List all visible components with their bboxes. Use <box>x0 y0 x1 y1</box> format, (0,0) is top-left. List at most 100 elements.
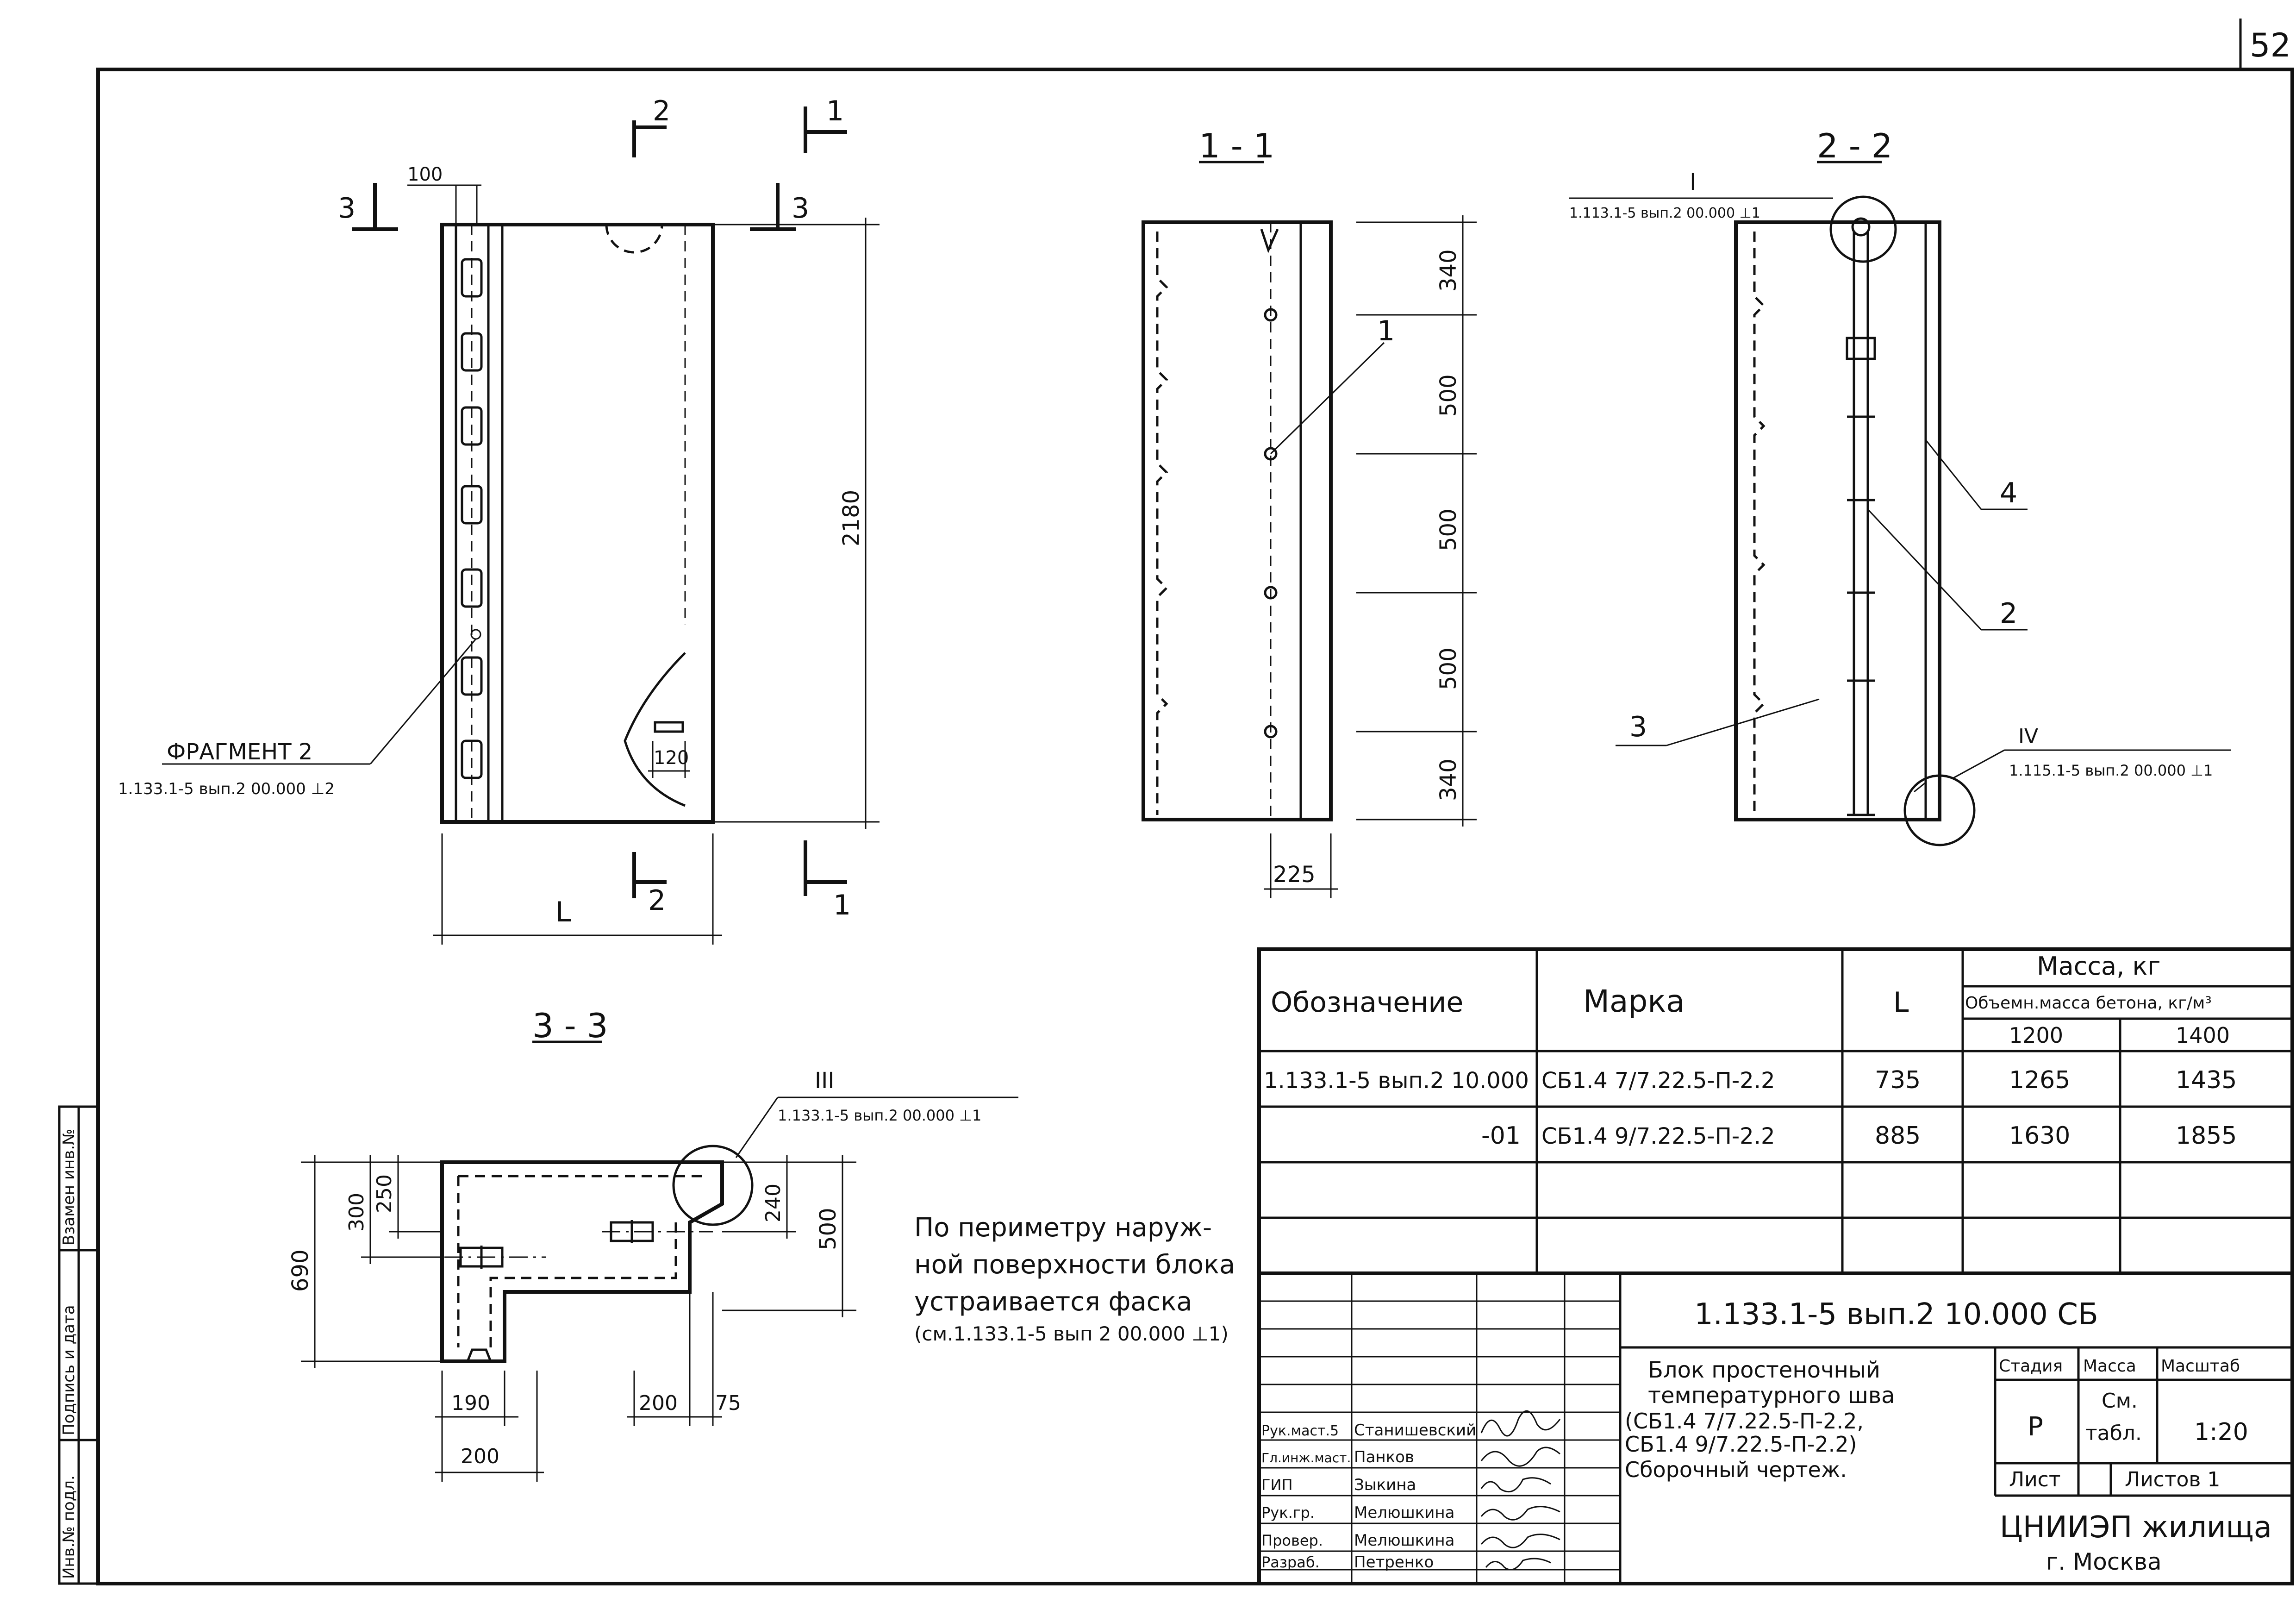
pos-1: 1 <box>1377 315 1395 347</box>
sig-name-6: Петренко <box>1354 1553 1434 1572</box>
dim-33-250: 250 <box>373 1174 396 1213</box>
row2-mark: СБ1.4 9/7.22.5-П-2.2 <box>1541 1123 1775 1149</box>
section-3-3: 3 - 3 III 1.133.1-5 вып.2 00.000 ⊥1 690 … <box>287 1006 1018 1482</box>
dim-33-690: 690 <box>287 1249 313 1292</box>
dim-33-500: 500 <box>815 1208 841 1250</box>
key-column <box>461 225 483 822</box>
tb-scale-value: 1:20 <box>2194 1418 2248 1446</box>
stamp-inv-no: Инв.№ подл. <box>60 1475 78 1579</box>
sig-role-2: Гл.инж.маст. <box>1261 1450 1351 1465</box>
fragment-ref: 1.133.1-5 вып.2 00.000 ⊥2 <box>118 780 335 798</box>
tb-title-2: температурного шва <box>1648 1383 1895 1409</box>
cut-2-bottom: 2 <box>648 884 666 917</box>
dim-11-225: 225 <box>1273 862 1316 888</box>
tb-scale-label: Масштаб <box>2161 1357 2240 1376</box>
pos-3: 3 <box>1629 711 1647 743</box>
sheet-frame <box>96 19 2294 1585</box>
tb-mass-label: Масса <box>2083 1357 2136 1376</box>
stamp-replace-inv: Взамен инв.№ <box>60 1129 78 1246</box>
cut-1-bottom: 1 <box>833 889 851 921</box>
main-view: 120 100 2180 L ФРАГМЕНТ 2 1.133.1-5 вып.… <box>118 95 880 945</box>
dim-11-500-a: 500 <box>1435 374 1461 417</box>
hdr-designation: Обозначение <box>1271 986 1463 1019</box>
node-III-label: III <box>815 1068 834 1094</box>
tb-mass-value-2: табл. <box>2085 1422 2142 1445</box>
cut-2-top: 2 <box>653 95 670 127</box>
node-IV-label: IV <box>2018 725 2038 748</box>
pos-4: 4 <box>2000 477 2017 509</box>
note-line-3: устраивается фаска <box>914 1287 1192 1317</box>
sig-role-1: Рук.маст.5 <box>1261 1423 1339 1439</box>
note-line-2: ной поверхности блока <box>914 1250 1235 1280</box>
tb-sheets-label: Листов 1 <box>2125 1468 2220 1491</box>
tb-sheet-label: Лист <box>2009 1468 2061 1491</box>
section-2-2-title: 2 - 2 <box>1817 126 1892 165</box>
dim-33-190: 190 <box>451 1391 490 1415</box>
dim-slot-120: 120 <box>654 747 689 769</box>
spec-table: Обозначение Марка L Масса, кг Объемн.мас… <box>1257 947 2294 1275</box>
stamp-sign-date: Подпись и дата <box>60 1305 78 1435</box>
dim-11-500-b: 500 <box>1435 508 1461 551</box>
dim-height-2180: 2180 <box>838 490 864 546</box>
sig-name-2: Панков <box>1354 1448 1414 1466</box>
row2-m1400: 1855 <box>2176 1122 2237 1150</box>
row2-m1200: 1630 <box>2009 1122 2070 1150</box>
dim-L: L <box>555 896 571 928</box>
dim-33-75: 75 <box>715 1391 741 1415</box>
row1-L: 735 <box>1875 1066 1921 1094</box>
node-I-ref: 1.113.1-5 вып.2 00.000 ⊥1 <box>1569 205 1760 221</box>
tb-stage-label: Стадия <box>1999 1357 2063 1376</box>
hdr-mass: Масса, кг <box>2037 952 2160 981</box>
sig-role-4: Рук.гр. <box>1261 1504 1315 1522</box>
sig-name-3: Зыкина <box>1354 1476 1416 1494</box>
note-line-1: По периметру наруж- <box>914 1213 1212 1243</box>
sig-role-6: Разраб. <box>1261 1553 1320 1571</box>
hdr-d1200: 1200 <box>2009 1023 2063 1048</box>
section-3-3-title: 3 - 3 <box>532 1006 608 1045</box>
row2-L: 885 <box>1875 1122 1921 1150</box>
cut-1-top: 1 <box>826 95 844 127</box>
dim-33-200-a: 200 <box>461 1445 499 1468</box>
hdr-L: L <box>1893 986 1909 1019</box>
side-stamp: Взамен инв.№ Подпись и дата Инв.№ подл. <box>58 1105 100 1585</box>
title-block: Рук.маст.5 Станишевский Гл.инж.маст. Пан… <box>1257 1271 2294 1585</box>
node-III-ref: 1.133.1-5 вып.2 00.000 ⊥1 <box>778 1107 981 1124</box>
tb-title-3: (СБ1.4 7/7.22.5-П-2.2, <box>1625 1409 1864 1434</box>
tb-title-4: СБ1.4 9/7.22.5-П-2.2) <box>1625 1432 1857 1457</box>
sig-role-3: ГИП <box>1261 1476 1293 1494</box>
row1-mark: СБ1.4 7/7.22.5-П-2.2 <box>1541 1068 1775 1094</box>
cut-3-left: 3 <box>338 192 356 225</box>
tb-org-city: г. Москва <box>2046 1548 2162 1575</box>
fragment-label: ФРАГМЕНТ 2 <box>167 739 312 765</box>
tb-mass-value-1: См. <box>2102 1389 2138 1413</box>
tb-title-1: Блок простеночный <box>1648 1357 1880 1383</box>
row1-m1200: 1265 <box>2009 1066 2070 1094</box>
cut-marks: 2 1 3 3 2 1 <box>338 95 851 921</box>
pos-2: 2 <box>2000 597 2017 630</box>
section-2-2: 2 - 2 I 1.113.1-5 вып.2 00.000 ⊥1 IV 1.1… <box>1569 126 2231 846</box>
dim-33-300: 300 <box>345 1193 368 1232</box>
tb-title-5: Сборочный чертеж. <box>1625 1457 1847 1482</box>
dim-33-240: 240 <box>761 1184 785 1222</box>
hdr-d1400: 1400 <box>2176 1023 2230 1048</box>
handwritten-signatures <box>1480 1410 1561 1571</box>
dim-top-100: 100 <box>407 164 443 185</box>
cut-3-right: 3 <box>792 192 809 225</box>
tb-org-name: ЦНИИЭП жилища <box>2000 1510 2272 1545</box>
row2-designation: -01 <box>1481 1122 1521 1150</box>
node-IV-ref: 1.115.1-5 вып.2 00.000 ⊥1 <box>2009 762 2213 779</box>
hdr-mark: Марка <box>1583 983 1685 1019</box>
note-block: По периметру наруж- ной поверхности блок… <box>914 1213 1235 1345</box>
sig-role-5: Провер. <box>1261 1532 1323 1549</box>
dim-11-340-top: 340 <box>1435 249 1461 292</box>
section-1-1-title: 1 - 1 <box>1199 126 1274 165</box>
dim-33-200-b: 200 <box>639 1391 678 1415</box>
section-1-1: 1 - 1 1 340 500 500 500 340 225 <box>1142 126 1477 898</box>
dim-11-500-c: 500 <box>1435 647 1461 690</box>
sig-name-5: Мелюшкина <box>1354 1531 1454 1550</box>
dim-11-340-bottom: 340 <box>1435 758 1461 801</box>
sig-name-1: Станишевский <box>1354 1421 1476 1440</box>
row1-designation: 1.133.1-5 вып.2 10.000 <box>1264 1068 1529 1094</box>
note-line-4: (см.1.133.1-5 вып 2 00.000 ⊥1) <box>914 1322 1229 1345</box>
